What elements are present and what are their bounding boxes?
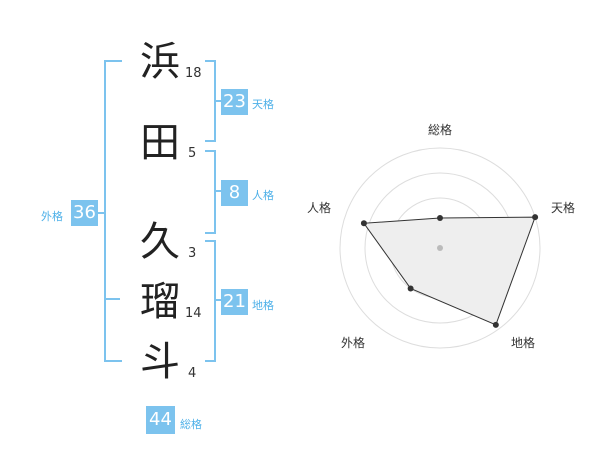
gaikaku-bracket-divider <box>104 298 120 300</box>
radar-axis-label-gaikaku: 外格 <box>341 335 365 350</box>
radar-axis-label-tenkaku: 天格 <box>551 200 575 215</box>
chikaku-bracket <box>205 240 216 362</box>
tenkaku-tick <box>214 100 221 102</box>
stroke-count-2: 5 <box>188 146 197 161</box>
soukaku-label: 総格 <box>180 418 202 431</box>
jinkaku-label: 人格 <box>252 189 274 202</box>
stroke-count-4: 14 <box>185 306 202 321</box>
tenkaku-label: 天格 <box>252 98 274 111</box>
name-char-4: 瑠 <box>140 279 180 325</box>
gaikaku-tick <box>97 212 104 214</box>
radar-axis-label-jinkaku: 人格 <box>307 200 331 215</box>
gaikaku-score: 36 <box>71 200 98 226</box>
radar-data-point <box>437 215 443 221</box>
radar-axis-label-soukaku: 総格 <box>428 122 452 137</box>
radar-ring <box>339 147 541 349</box>
radar-data-point <box>532 214 539 221</box>
chikaku-label: 地格 <box>252 299 274 312</box>
stroke-count-1: 18 <box>185 66 202 81</box>
chikaku-tick <box>214 299 221 301</box>
stroke-count-3: 3 <box>188 246 197 261</box>
tenkaku-score: 23 <box>221 89 248 115</box>
gaikaku-label: 外格 <box>41 210 63 223</box>
gaikaku-bracket <box>104 60 122 362</box>
radar-data-point <box>407 285 414 292</box>
soukaku-score: 44 <box>146 406 175 434</box>
radar-center-dot <box>437 245 443 251</box>
jinkaku-tick <box>214 190 221 192</box>
radar-axis-label-chikaku: 地格 <box>511 335 535 350</box>
name-char-2: 田 <box>140 120 180 166</box>
name-char-5: 斗 <box>140 339 180 385</box>
jinkaku-score: 8 <box>221 180 248 206</box>
radar-points <box>360 214 539 328</box>
stroke-count-5: 4 <box>188 366 197 381</box>
name-char-3: 久 <box>140 219 180 265</box>
radar-data-point <box>492 321 499 328</box>
jinkaku-bracket <box>205 150 216 234</box>
name-char-1: 浜 <box>140 39 180 85</box>
radar-data-point <box>360 220 367 227</box>
chikaku-score: 21 <box>221 289 248 315</box>
radar-data-polygon <box>362 216 536 326</box>
